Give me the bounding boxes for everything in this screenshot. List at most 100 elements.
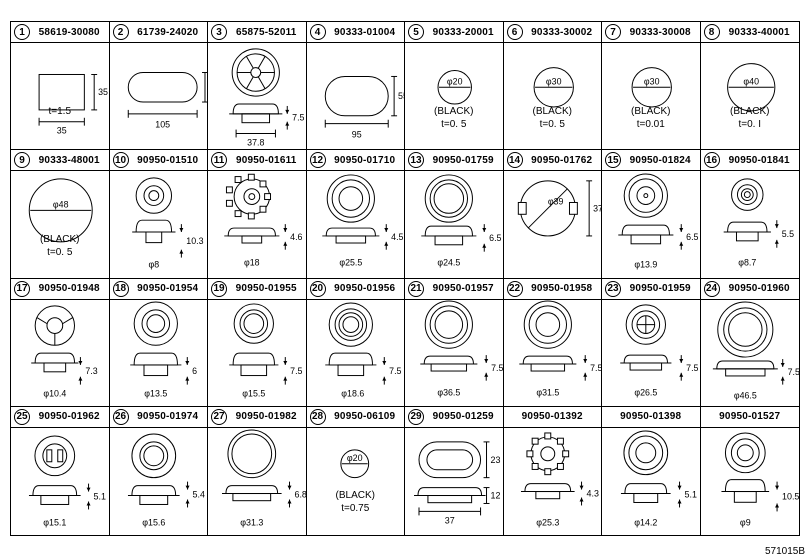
part-number: 61739-24020 [137, 26, 199, 38]
dimension-label: φ10.4 [43, 388, 66, 398]
dimension-label: φ25.5 [339, 258, 362, 268]
part-number: 90950-01960 [728, 283, 790, 294]
dimension-label: 5.4 [192, 489, 204, 499]
dimension-label: 55 [398, 91, 404, 101]
part-number: 90333-30002 [531, 26, 593, 38]
part-header: 90950-01398 [602, 407, 700, 428]
part-number: 90333-20001 [432, 26, 494, 38]
callout-number: 8 [703, 24, 720, 40]
dimension-label: 105 [155, 120, 170, 130]
part-note: (BLACK) [730, 106, 770, 117]
part-number: 90950-01974 [137, 411, 199, 423]
callout-number: 2 [112, 24, 129, 40]
part-number: 90950-01962 [38, 411, 100, 423]
part-number: 65875-52011 [235, 26, 297, 38]
dimension-label: 7.3 [85, 365, 97, 375]
dimension-label: 12 [490, 490, 500, 500]
dimension-label: φ20 [346, 453, 362, 463]
part-note: t=0. I [738, 119, 761, 130]
part-drawing: φ20 [405, 43, 503, 149]
part-drawing: φ40 [701, 43, 800, 149]
dimension-label: 37 [593, 204, 601, 214]
part-number: 90950-01948 [38, 283, 100, 294]
callout-number: 16 [703, 152, 720, 169]
callout-number: 15 [605, 152, 621, 169]
dimension-label: φ31.5 [536, 387, 559, 397]
callout-number: 12 [309, 152, 326, 169]
part-note: (BLACK) [434, 106, 474, 117]
parts-grid: 158619-300803535t=1.5261739-240203510536… [10, 21, 800, 536]
part-number: 58619-30080 [38, 26, 100, 38]
dimension-label: φ8.7 [738, 258, 756, 268]
part-number: 90950-01510 [137, 154, 199, 166]
part-note: (BLACK) [335, 489, 375, 501]
dimension-label: 7.5 [787, 366, 799, 376]
dimension-label: 6.8 [294, 489, 305, 499]
callout-number: 20 [309, 280, 326, 297]
part-note: (BLACK) [40, 234, 80, 246]
part-header: 6 90333-30002 [503, 22, 601, 43]
dimension-label: φ9 [739, 517, 750, 527]
callout-number: 5 [408, 24, 424, 40]
part-number: 90950-01398 [620, 411, 682, 423]
dimension-label: φ40 [743, 76, 759, 86]
callout-number: 11 [211, 152, 227, 169]
callout-number: 17 [14, 280, 30, 297]
callout-number: 24 [703, 280, 720, 297]
dimension-label: 7.5 [491, 362, 502, 372]
dimension-label: φ36.5 [437, 387, 460, 397]
part-header: 24 90950-01960 [700, 279, 799, 300]
part-number: 90950-01954 [137, 283, 199, 294]
part-header: 17 90950-01948 [11, 279, 109, 300]
dimension-label: 23 [490, 455, 500, 465]
dimension-label: 7.5 [292, 113, 304, 123]
dimension-label: 95 [351, 129, 361, 139]
part-note: t=0. 5 [539, 119, 565, 130]
callout-number: 6 [506, 24, 523, 40]
dimension-label: 10.5 [782, 491, 799, 501]
dimension-label: φ26.5 [634, 387, 657, 397]
dimension-label: φ20 [447, 76, 463, 86]
callout-number: 22 [506, 280, 523, 297]
part-drawing: φ3937 [504, 171, 601, 277]
dimension-label: 4.6 [290, 232, 302, 242]
part-header: 90950-01527 [700, 407, 799, 428]
part-number: 90950-01527 [719, 411, 781, 423]
dimension-label: φ15.6 [142, 517, 165, 527]
callout-number: 13 [408, 152, 424, 169]
dimension-label: 6.5 [686, 232, 698, 242]
dimension-label: 37.8 [247, 137, 264, 147]
part-header: 2 61739-24020 [109, 22, 207, 43]
